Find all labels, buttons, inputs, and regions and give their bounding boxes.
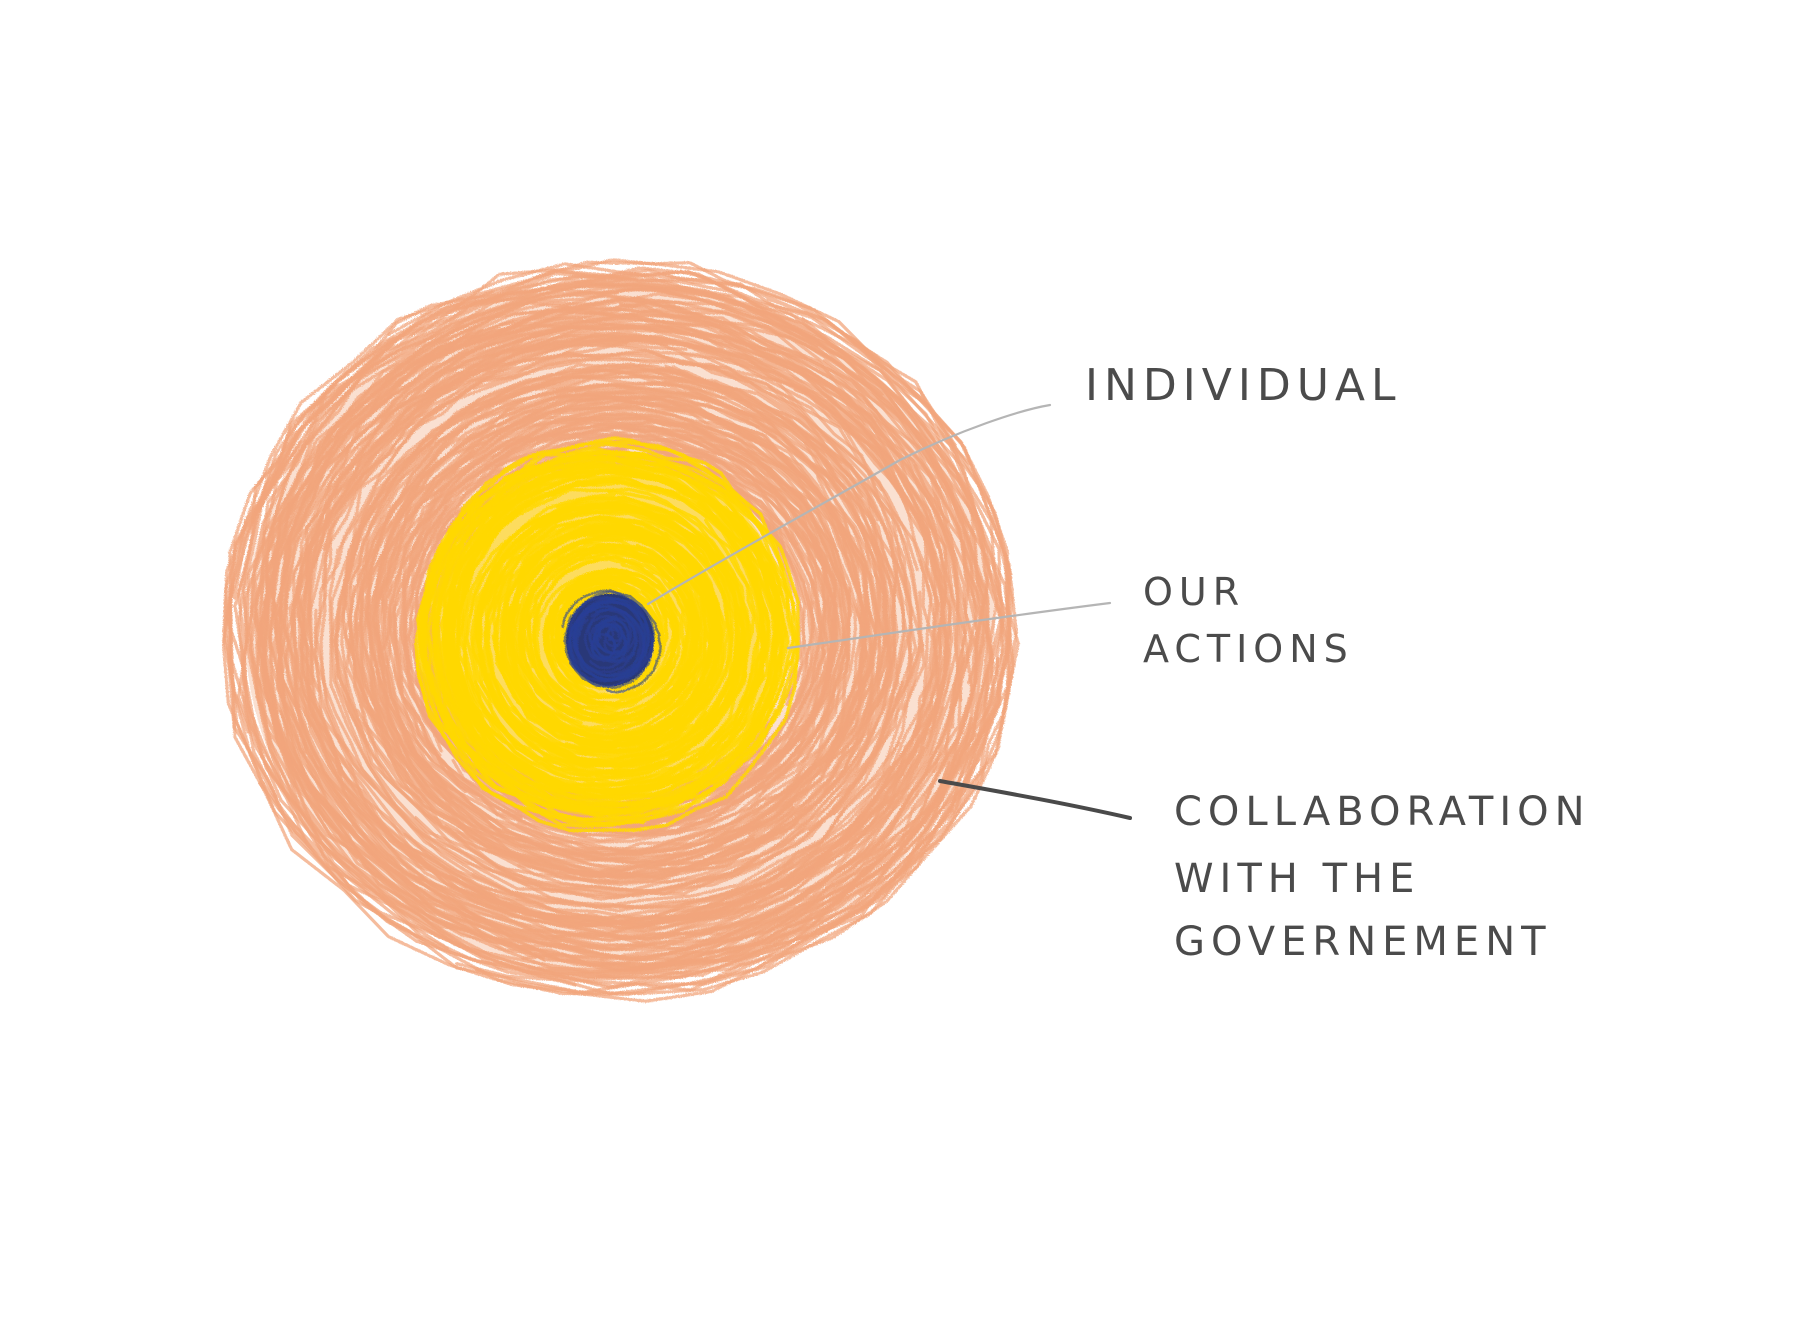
core-stroke xyxy=(592,619,623,651)
middle-ring-stroke xyxy=(425,461,782,817)
middle-ring-stroke xyxy=(540,531,706,736)
middle-ring-stroke xyxy=(478,501,739,768)
middle-ring-stroke xyxy=(505,541,698,733)
middle-ring-stroke xyxy=(470,506,728,769)
outer-ring-stroke xyxy=(262,313,966,962)
outer-ring-stroke xyxy=(328,358,918,900)
outer-ring-stroke xyxy=(229,274,1010,990)
outer-ring-stroke xyxy=(355,388,888,884)
core-individual xyxy=(561,589,662,694)
label-our-actions-line2: Actions xyxy=(1143,627,1354,671)
outer-ring-stroke xyxy=(376,397,869,854)
outer-ring-stroke xyxy=(384,410,852,844)
label-our-actions-line1: Our xyxy=(1143,570,1245,614)
outer-ring-stroke xyxy=(250,258,1020,932)
core-stroke xyxy=(604,628,620,648)
label-individual: Individual xyxy=(1085,360,1402,411)
outer-ring-stroke xyxy=(319,355,914,837)
middle-ring-stroke xyxy=(517,546,692,718)
outer-ring-stroke xyxy=(253,293,994,979)
core-stroke xyxy=(566,605,645,688)
middle-ring-stroke xyxy=(522,534,708,722)
outer-ring-stroke xyxy=(353,376,897,881)
outer-ring-stroke xyxy=(402,432,845,837)
core-stroke xyxy=(598,624,615,642)
outer-ring-stroke xyxy=(221,270,1015,996)
outer-ring-stroke xyxy=(236,268,1006,943)
leader-line-collaboration xyxy=(938,779,1132,820)
leader-line-our-actions xyxy=(786,601,1112,650)
middle-ring-stroke xyxy=(543,567,676,706)
leader-line-individual xyxy=(646,403,1052,606)
outer-ring-collaboration xyxy=(221,258,1020,1003)
middle-ring-stroke xyxy=(553,582,676,699)
outer-ring-stroke xyxy=(248,282,989,974)
core-stroke xyxy=(590,632,617,660)
middle-ring-stroke xyxy=(485,521,723,757)
outer-ring-stroke xyxy=(298,334,948,928)
outer-ring-stroke xyxy=(365,395,878,864)
label-collaboration-line2: with the xyxy=(1174,856,1420,902)
middle-ring-stroke xyxy=(512,507,731,753)
outer-ring-stroke xyxy=(292,325,945,926)
middle-ring-stroke xyxy=(440,470,790,818)
outer-ring-stroke xyxy=(333,365,880,896)
outer-ring-stroke xyxy=(237,278,1005,979)
outer-ring-stroke xyxy=(392,424,849,832)
outer-ring-stroke xyxy=(359,382,887,872)
outer-ring-stroke xyxy=(257,301,973,966)
middle-ring-stroke xyxy=(446,468,771,799)
outer-ring-stroke xyxy=(340,366,898,884)
middle-ring-stroke xyxy=(553,582,639,690)
label-collaboration-line1: Collaboration xyxy=(1174,789,1591,835)
core-stroke xyxy=(572,596,651,678)
label-collaboration-line3: Governement xyxy=(1174,919,1552,965)
core-stroke xyxy=(603,633,628,656)
middle-ring-stroke xyxy=(450,475,765,792)
core-stroke xyxy=(583,614,630,659)
outer-ring-stroke xyxy=(364,394,760,873)
middle-ring-stroke xyxy=(421,436,800,770)
middle-ring-stroke xyxy=(497,516,722,743)
outer-ring-stroke xyxy=(312,342,892,910)
outer-ring-stroke xyxy=(346,381,887,878)
middle-ring-stroke xyxy=(454,487,751,768)
middle-ring-stroke xyxy=(512,543,698,722)
middle-ring-our-actions xyxy=(414,436,800,833)
outer-ring-stroke xyxy=(341,363,906,885)
